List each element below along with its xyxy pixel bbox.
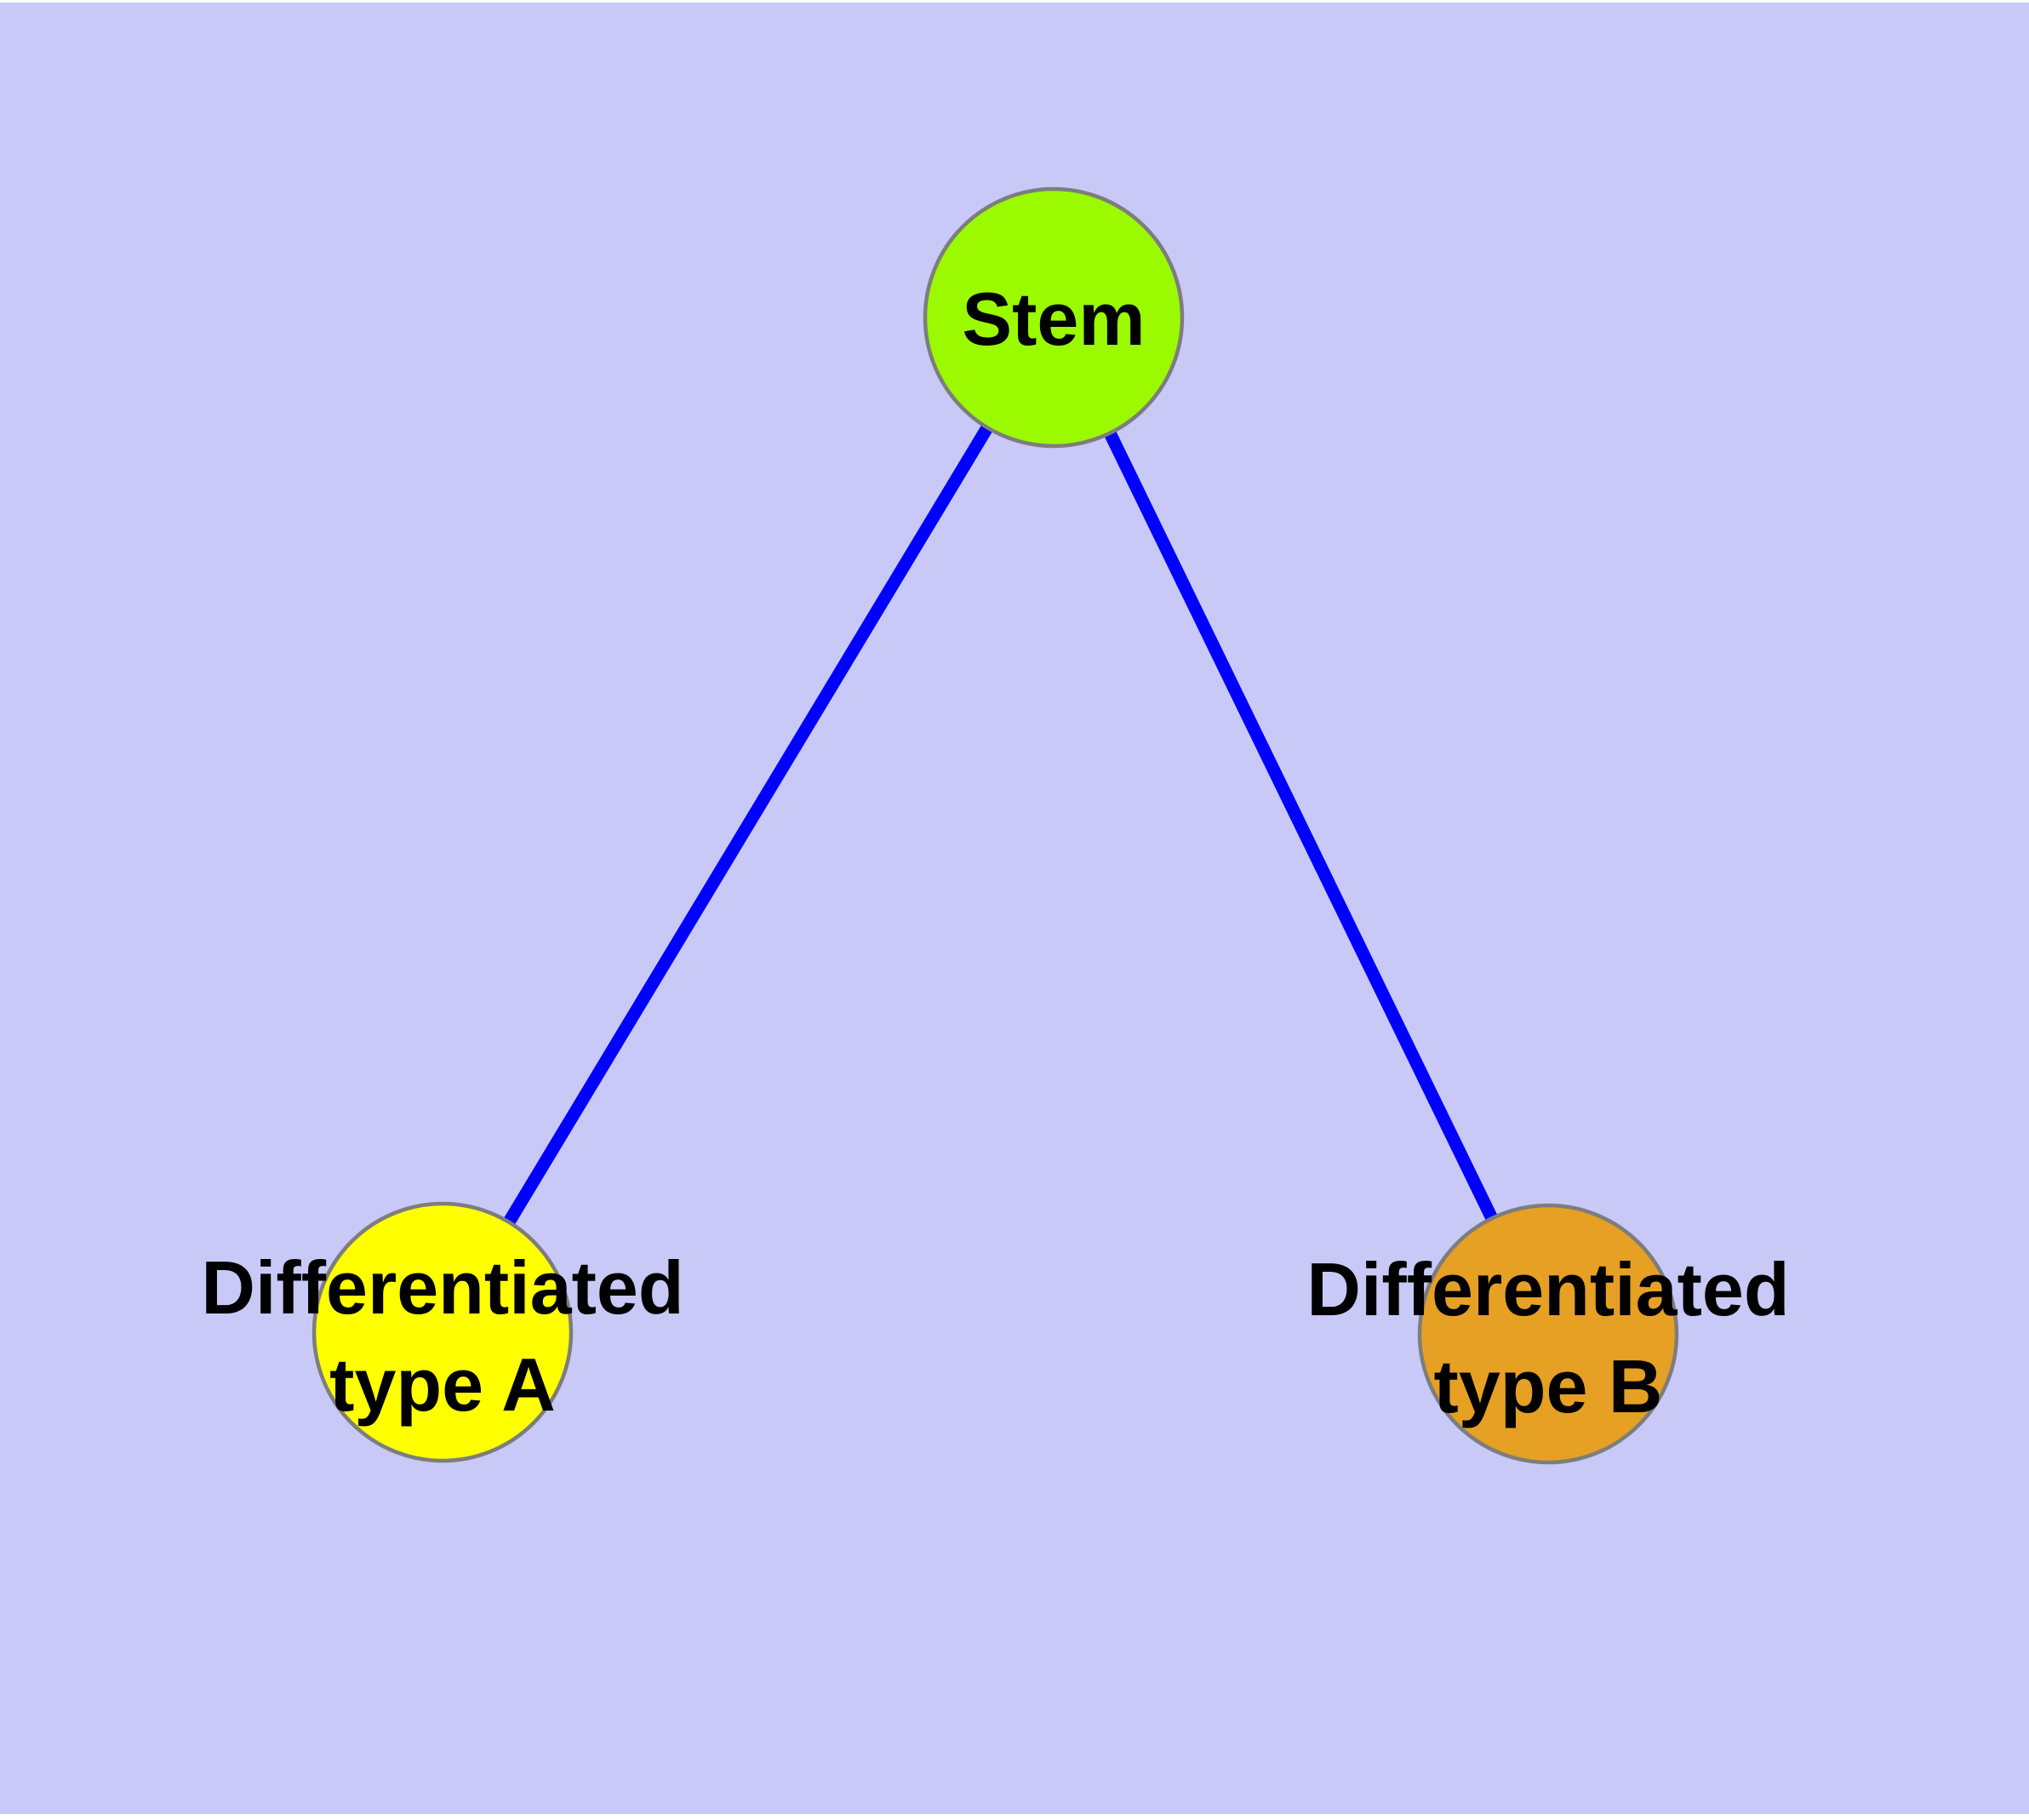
node-type-b-label-line2: type B (1434, 1344, 1663, 1428)
node-stem-label: Stem (962, 277, 1145, 361)
node-type-a-circle (311, 1201, 574, 1463)
node-type-a-label-line1: Differentiated (201, 1245, 683, 1330)
node-type-b-circle (1417, 1203, 1679, 1465)
edge-stem-to-type-a (437, 314, 1060, 1336)
edge-stem-to-type-b (1048, 314, 1554, 1337)
node-type-b-label-line1: Differentiated (1306, 1247, 1789, 1331)
node-type-a-label-line2: type A (329, 1342, 556, 1427)
node-stem-circle (923, 186, 1185, 449)
